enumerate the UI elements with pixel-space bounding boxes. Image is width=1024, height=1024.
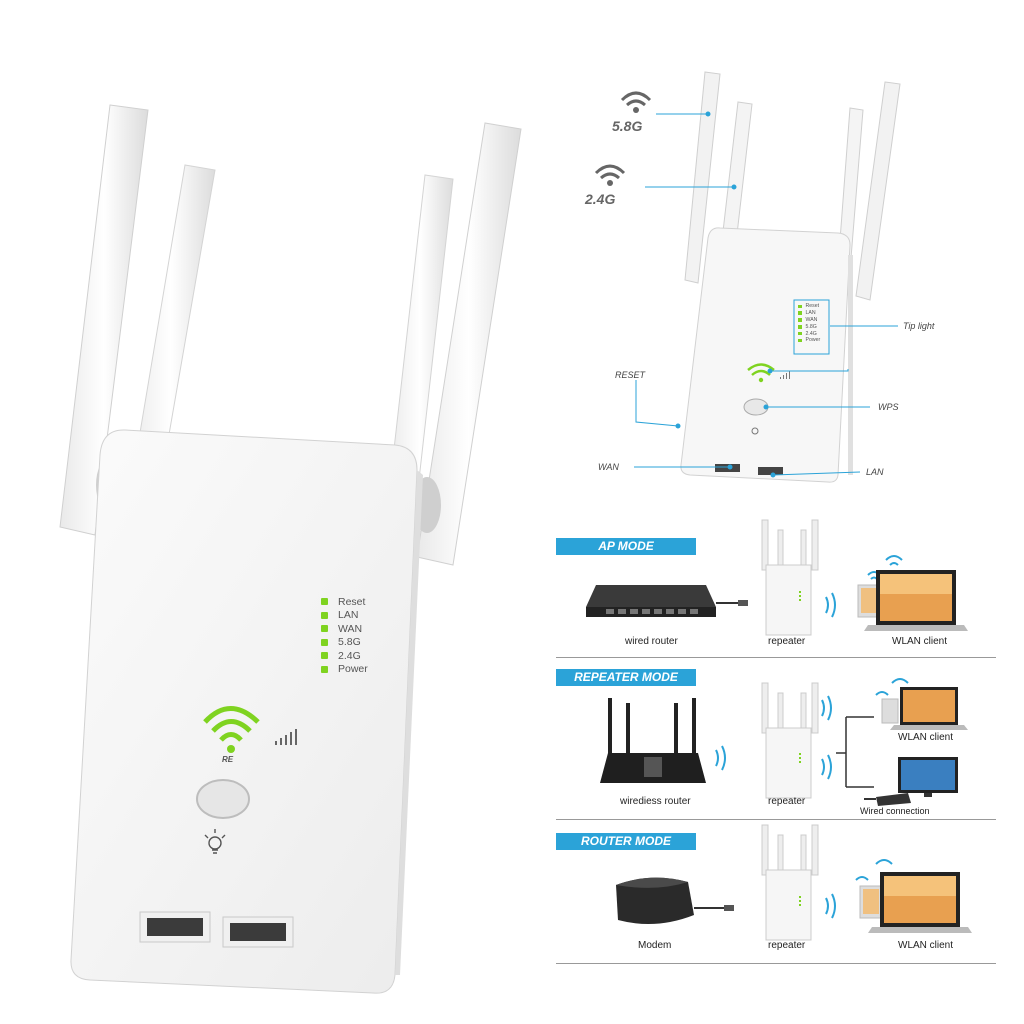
ap-mode-illustration [586,519,968,636]
caption-wlan-client: WLAN client [898,940,954,951]
caption-wlan-client: WLAN client [892,636,948,647]
led-indicator [321,638,328,646]
led-row-wan: WAN [321,622,368,636]
led-indicator [321,625,328,633]
main-device: Reset LAN WAN 5.8G 2.4G Power RE [55,95,525,1015]
led-indicator [321,611,328,619]
caption-repeater: repeater [768,940,806,951]
mini-led-panel: Reset LAN WAN 5.8G 2.4G Power [798,303,820,344]
led-row-24g: 2.4G [321,649,368,663]
caption-wired-connection: Wired connection [860,806,930,816]
band-24g-label: 2.4G [585,191,616,207]
led-row-5g: 5.8G [321,636,368,650]
router-mode-illustration [616,824,972,941]
led-row-reset: Reset [321,595,368,609]
mode-divider [556,819,996,820]
repeater-mode-label: REPEATER MODE [556,669,696,686]
caption-modem: Modem [638,940,672,951]
caption-repeater: repeater [768,636,806,647]
led-row-power: Power [321,663,368,677]
caption-repeater: repeater [768,796,806,807]
reset-label: RESET [615,370,646,380]
ap-mode-label: AP MODE [556,538,696,555]
led-indicator [321,598,328,606]
caption-wlan-client: WLAN client [898,732,954,743]
mode-divider [556,657,996,658]
tip-light-label: Tip light [903,321,935,331]
repeater-mode-illustration [600,678,968,806]
led-panel: Reset LAN WAN 5.8G 2.4G Power [321,595,368,676]
feature-diagram: 5.8G 2.4G Reset LAN WAN 5.8G 2.4G Power … [580,70,1000,490]
led-indicator [321,665,328,673]
mode-divider [556,963,996,964]
caption-wireless-router: wirediess router [620,796,691,807]
band-5g-label: 5.8G [612,118,643,134]
led-indicator [321,652,328,660]
re-label: RE [222,755,234,764]
wps-label: WPS [878,402,899,412]
router-mode-label: ROUTER MODE [556,833,696,850]
repeater-device-illustration [59,104,522,994]
diagram-device-illustration [594,71,901,483]
caption-wired-router: wired router [625,636,678,647]
lan-label: LAN [866,467,884,477]
wan-label: WAN [598,462,619,472]
led-row-lan: LAN [321,609,368,623]
